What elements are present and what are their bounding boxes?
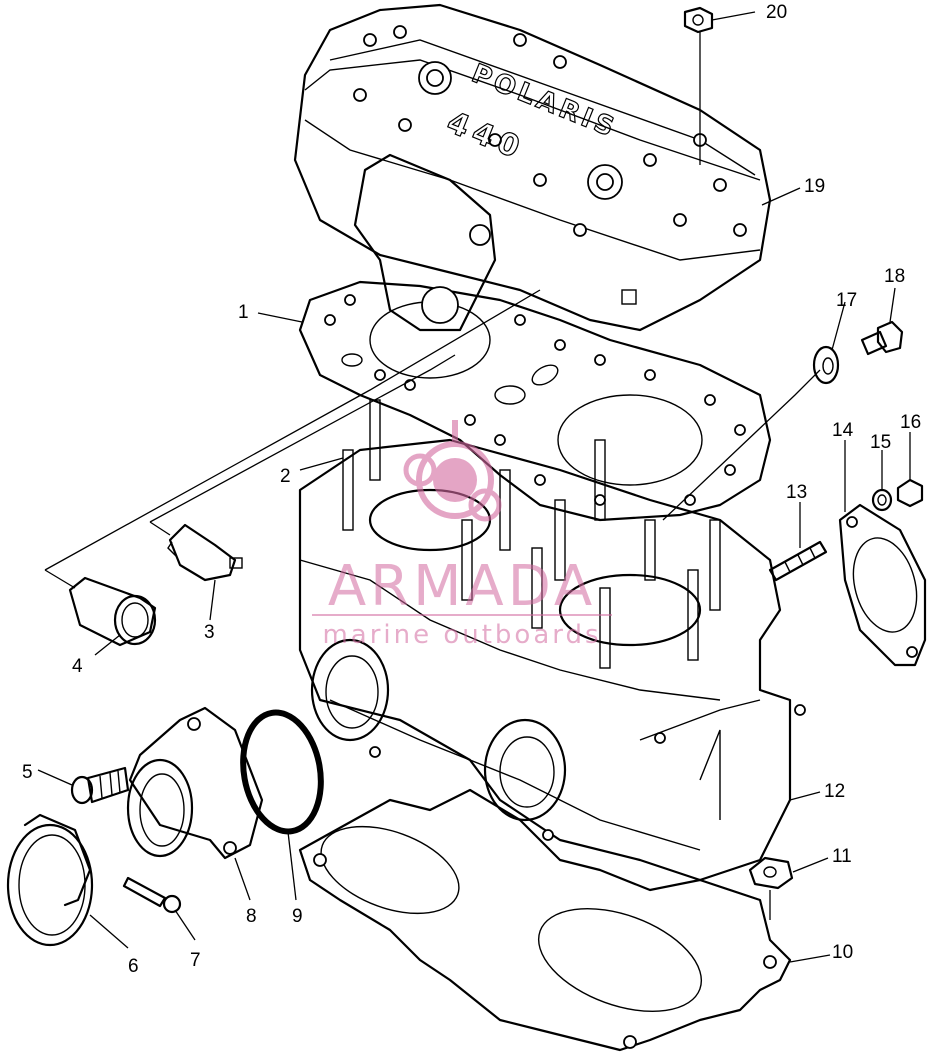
callout-20: 20: [766, 2, 787, 23]
locating-lines: [44, 289, 821, 589]
head-cover: POLARIS 440: [293, 3, 772, 332]
callout-16: 16: [900, 412, 921, 433]
callout-8: 8: [246, 906, 257, 927]
callout-10: 10: [832, 942, 853, 963]
cylinder-block: [298, 399, 806, 882]
callout-12: 12: [824, 781, 845, 802]
exhaust-nut: [896, 478, 924, 508]
cover-model-text: 440: [442, 105, 530, 168]
drain-plug: [860, 320, 904, 356]
callout-numbers: 1 2 3 4 5 6 7 8 9 10 11 12 13 14 15 16 1…: [22, 2, 921, 977]
watermark: ARMADA marine outboards: [312, 420, 612, 650]
base-gasket: [298, 788, 792, 1052]
exhaust-stud: [768, 540, 828, 582]
callout-5: 5: [22, 762, 33, 783]
callout-2: 2: [280, 466, 291, 487]
exhaust-washer: [871, 488, 893, 512]
thermostat-cup: [68, 576, 157, 647]
callout-1: 1: [238, 302, 249, 323]
cover-nut: [683, 6, 714, 165]
exhaust-gasket: [838, 503, 927, 667]
callout-9: 9: [292, 906, 303, 927]
callout-17: 17: [836, 290, 857, 311]
callout-6: 6: [128, 956, 139, 977]
callout-11: 11: [832, 846, 852, 867]
callout-14: 14: [832, 420, 854, 441]
watermark-brand: ARMADA: [328, 554, 596, 619]
callout-15: 15: [870, 432, 891, 453]
clamp-screw: [122, 876, 182, 914]
callout-3: 3: [204, 622, 215, 643]
callout-19: 19: [804, 176, 825, 197]
callout-18: 18: [884, 266, 905, 287]
watermark-tagline: marine outboards: [322, 620, 601, 650]
watermark-logo-icon: [403, 420, 502, 522]
flange-bolt: [70, 766, 130, 805]
temperature-sensor: [167, 523, 243, 582]
o-ring: [240, 709, 324, 835]
callout-7: 7: [190, 950, 201, 971]
intake-flange: [126, 706, 264, 860]
callout-13: 13: [786, 482, 807, 503]
hose-clamp: [6, 813, 94, 947]
base-nut: [748, 856, 794, 920]
callout-4: 4: [72, 656, 83, 677]
plug-washer: [812, 345, 840, 385]
callout-leaders: [37, 11, 911, 963]
